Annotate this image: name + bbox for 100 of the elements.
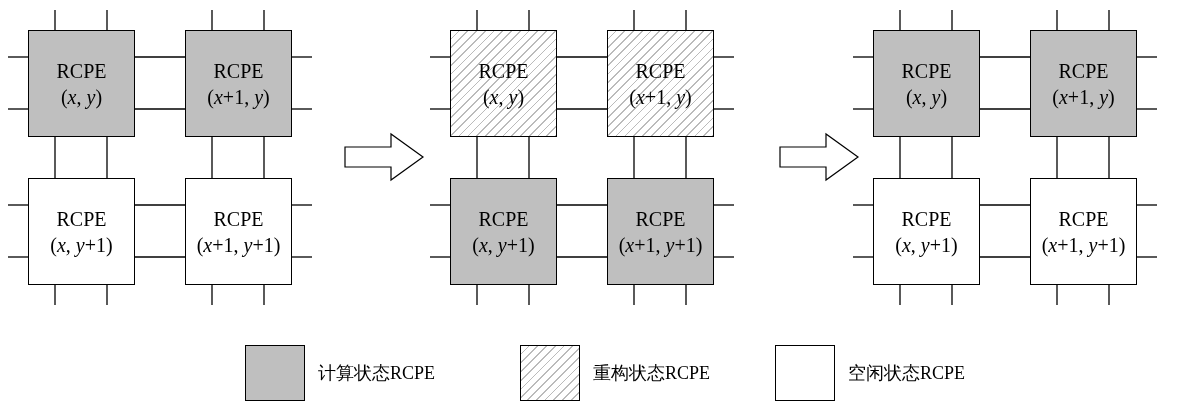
stub-line xyxy=(685,9,687,31)
element-coordinates: (x, y+1) xyxy=(895,232,958,258)
stub-line xyxy=(54,9,56,31)
element-coordinates: (x+1, y) xyxy=(629,84,692,110)
stub-line xyxy=(1136,56,1158,58)
stub-line xyxy=(633,9,635,31)
link-line xyxy=(979,108,1031,110)
stub-line xyxy=(106,284,108,306)
stub-line xyxy=(263,284,265,306)
link-line xyxy=(556,56,608,58)
stub-line xyxy=(429,256,451,258)
stub-line xyxy=(291,256,313,258)
element-coordinates: (x+1, y+1) xyxy=(1041,232,1126,258)
link-line xyxy=(685,136,687,179)
element-name: RCPE xyxy=(56,206,107,232)
stub-line xyxy=(1108,9,1110,31)
legend-label: 计算状态RCPE xyxy=(318,362,436,385)
processing-element-box xyxy=(607,30,714,137)
stub-line xyxy=(291,108,313,110)
stub-line xyxy=(852,108,874,110)
stub-line xyxy=(211,284,213,306)
stub-line xyxy=(1136,204,1158,206)
element-name: RCPE xyxy=(635,206,686,232)
processing-element-box xyxy=(1030,178,1137,285)
processing-element-box xyxy=(185,178,292,285)
stub-line xyxy=(106,9,108,31)
element-coordinates: (x+1, y) xyxy=(207,84,270,110)
processing-element-box xyxy=(873,178,980,285)
link-line xyxy=(979,256,1031,258)
link-line xyxy=(1108,136,1110,179)
element-name: RCPE xyxy=(635,58,686,84)
link-line xyxy=(134,256,186,258)
processing-element-box xyxy=(873,30,980,137)
link-line xyxy=(633,136,635,179)
stub-line xyxy=(7,56,29,58)
element-name: RCPE xyxy=(478,206,529,232)
stub-line xyxy=(852,204,874,206)
link-line xyxy=(899,136,901,179)
element-name: RCPE xyxy=(901,206,952,232)
element-coordinates: (x+1, y+1) xyxy=(196,232,281,258)
stub-line xyxy=(1056,9,1058,31)
element-coordinates: (x, y+1) xyxy=(472,232,535,258)
processing-element-box xyxy=(185,30,292,137)
element-name: RCPE xyxy=(213,58,264,84)
element-coordinates: (x, y+1) xyxy=(50,232,113,258)
link-line xyxy=(1056,136,1058,179)
stub-line xyxy=(899,284,901,306)
processing-element-box xyxy=(450,30,557,137)
stub-line xyxy=(1056,284,1058,306)
element-coordinates: (x, y) xyxy=(60,84,103,110)
stub-line xyxy=(476,9,478,31)
stub-line xyxy=(429,56,451,58)
element-coordinates: (x+1, y+1) xyxy=(618,232,703,258)
processing-element-box xyxy=(607,178,714,285)
link-line xyxy=(556,256,608,258)
stub-line xyxy=(713,108,735,110)
element-coordinates: (x, y) xyxy=(905,84,948,110)
stub-line xyxy=(633,284,635,306)
stub-line xyxy=(1136,108,1158,110)
legend-label: 重构状态RCPE xyxy=(593,362,711,385)
link-line xyxy=(106,136,108,179)
link-line xyxy=(556,204,608,206)
link-line xyxy=(134,108,186,110)
processing-element-box xyxy=(28,30,135,137)
link-line xyxy=(134,204,186,206)
stub-line xyxy=(852,256,874,258)
link-line xyxy=(54,136,56,179)
element-name: RCPE xyxy=(901,58,952,84)
element-name: RCPE xyxy=(213,206,264,232)
stub-line xyxy=(263,9,265,31)
stub-line xyxy=(291,204,313,206)
link-line xyxy=(979,204,1031,206)
link-line xyxy=(528,136,530,179)
stub-line xyxy=(852,56,874,58)
stub-line xyxy=(54,284,56,306)
stub-line xyxy=(7,256,29,258)
stub-line xyxy=(951,9,953,31)
stub-line xyxy=(476,284,478,306)
link-line xyxy=(263,136,265,179)
element-coordinates: (x+1, y) xyxy=(1052,84,1115,110)
stub-line xyxy=(713,204,735,206)
stub-line xyxy=(1108,284,1110,306)
stub-line xyxy=(7,108,29,110)
element-coordinates: (x, y) xyxy=(482,84,525,110)
element-name: RCPE xyxy=(56,58,107,84)
processing-element-box xyxy=(1030,30,1137,137)
stub-line xyxy=(429,204,451,206)
stub-line xyxy=(429,108,451,110)
stub-line xyxy=(685,284,687,306)
processing-element-box xyxy=(450,178,557,285)
element-name: RCPE xyxy=(1058,58,1109,84)
stub-line xyxy=(713,56,735,58)
link-line xyxy=(979,56,1031,58)
stub-line xyxy=(291,56,313,58)
stub-line xyxy=(211,9,213,31)
element-name: RCPE xyxy=(1058,206,1109,232)
legend-label: 空闲状态RCPE xyxy=(848,362,966,385)
stub-line xyxy=(899,9,901,31)
element-name: RCPE xyxy=(478,58,529,84)
link-line xyxy=(211,136,213,179)
